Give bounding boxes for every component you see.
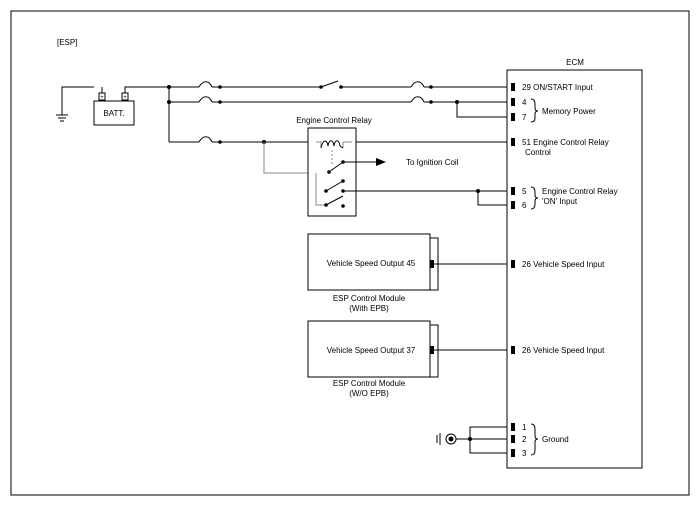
brace-icon [530, 186, 539, 210]
ignition-coil-arrow: To Ignition Coil [376, 158, 459, 167]
esp-with-epb-module-line1: ESP Control Module [333, 294, 406, 303]
brace-icon [530, 423, 539, 456]
ecm-pin-gnd-1: 1 [522, 423, 527, 432]
esp-wo-epb-module-line1: ESP Control Module [333, 379, 406, 388]
ecm-relay-control-1: 51 Engine Control Relay [522, 138, 609, 147]
ecm-vehicle-speed-input-2: 26 Vehicle Speed Input [522, 346, 605, 355]
engine-control-relay: Engine Control Relay [296, 116, 513, 217]
ecm-relay-control-2: Control [525, 148, 551, 157]
esp-module-with-epb: Vehicle Speed Output 45 ESP Control Modu… [307, 233, 513, 313]
ecm-pin-6: 6 [522, 201, 527, 210]
battery-plus-left: + [100, 95, 104, 101]
ignition-switch-icon [320, 80, 339, 88]
fuse-icon [410, 81, 425, 88]
fuse-icon [410, 96, 425, 103]
battery: BATT. + + [93, 86, 169, 126]
fuse-icon [198, 96, 213, 103]
ecm-relay-on-1: Engine Control Relay [542, 187, 618, 196]
ecm-pin-4: 4 [522, 98, 527, 107]
battery-label: BATT. [103, 109, 124, 118]
fuse-icon [198, 81, 213, 88]
ecm-ground: Ground [542, 435, 569, 444]
battery-plus-right: + [123, 95, 127, 101]
esp-wo-epb-output: Vehicle Speed Output 37 [327, 346, 416, 355]
ecm-pin-5: 5 [522, 187, 527, 196]
ecm-relay-on-2: 'ON' Input [542, 197, 578, 206]
brace-icon [530, 98, 539, 123]
relay-control-circuit [169, 136, 513, 174]
esp-with-epb-module-line2: (With EPB) [349, 304, 389, 313]
memory-power-circuit [169, 96, 513, 118]
esp-module-wo-epb: Vehicle Speed Output 37 ESP Control Modu… [307, 320, 513, 398]
section-label: [ESP] [57, 38, 77, 47]
ecm-pin-on-start: 29 ON/START Input [522, 83, 593, 92]
ecm-pin-gnd-2: 2 [522, 435, 527, 444]
relay-label: Engine Control Relay [296, 116, 372, 125]
ecm-title: ECM [566, 58, 584, 67]
esp-with-epb-output: Vehicle Speed Output 45 [327, 259, 416, 268]
ecm-vehicle-speed-input-1: 26 Vehicle Speed Input [522, 260, 605, 269]
ecm-ground-circuit [436, 426, 513, 454]
battery-ground-symbol [56, 86, 94, 122]
ecm-pin-gnd-3: 3 [522, 449, 527, 458]
diagram-frame [10, 10, 690, 496]
ignition-coil-label: To Ignition Coil [406, 158, 459, 167]
esp-wo-epb-module-line2: (W/O EPB) [349, 389, 389, 398]
arrow-right-icon [376, 158, 386, 166]
relay-coil-icon [320, 140, 344, 149]
on-start-circuit [169, 80, 513, 89]
fuse-icon [198, 136, 213, 143]
ecm-module: ECM 29 ON/START Input 4 7 Memory Power 5… [506, 58, 643, 469]
ecm-pin-7: 7 [522, 113, 527, 122]
ecm-memory-power: Memory Power [542, 107, 596, 116]
